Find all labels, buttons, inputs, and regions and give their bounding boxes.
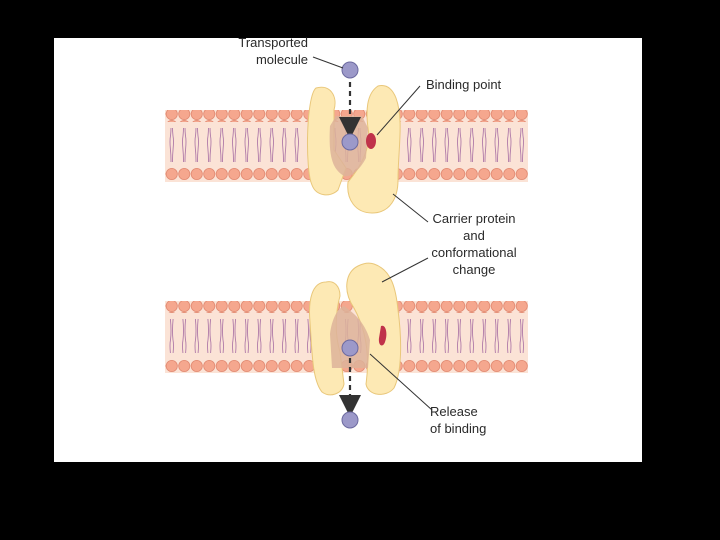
molecule-released [341,411,359,429]
label-binding-point: Binding point [426,77,502,92]
diagram-panel [54,38,642,462]
molecule-bound [341,133,359,151]
molecule-outside [341,61,359,79]
carrier-protein-bottom [309,262,402,396]
label-carrier-3: conformational [431,245,516,260]
leader-conformational [381,257,429,283]
leader-transported [312,56,344,69]
label-release-1: Release [430,404,478,419]
leader-carrier [392,193,429,223]
label-transported-2: molecule [256,52,308,67]
label-carrier-4: change [453,262,496,277]
label-transported-1: Transported [238,35,308,50]
label-carrier-1: Carrier protein [432,211,515,226]
label-release-2: of binding [430,421,486,436]
binding-site-bottom [378,325,387,346]
molecule-released-channel [341,339,359,357]
binding-site-top [366,133,376,149]
label-carrier-2: and [463,228,485,243]
leader-release [369,353,433,411]
leader-binding-point [376,85,421,136]
